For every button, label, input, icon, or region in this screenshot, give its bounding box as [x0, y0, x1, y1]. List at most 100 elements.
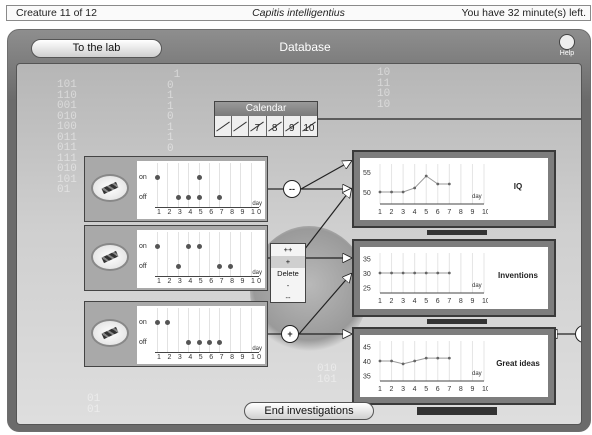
data-point	[413, 359, 417, 363]
grid-line	[198, 308, 200, 352]
calendar-day	[231, 116, 248, 136]
grid-line	[177, 163, 179, 207]
grid-line	[157, 308, 158, 352]
trait-dot	[196, 195, 202, 200]
x-tick-label: 2	[390, 298, 394, 305]
operator-dropdown[interactable]: ++ + Delete - --	[270, 243, 306, 303]
result-screen: 123456789105550day IQ	[360, 158, 548, 220]
gene-disk-icon[interactable]	[91, 174, 129, 202]
grid-line	[219, 163, 221, 207]
trait-dot	[175, 264, 181, 269]
trait-dot	[155, 244, 160, 249]
grid-line	[157, 232, 158, 276]
grid-line	[198, 232, 200, 276]
operator-minus-minus[interactable]: --	[283, 180, 301, 198]
gene-disk-icon[interactable]	[91, 243, 129, 271]
trait-dot	[155, 320, 160, 325]
trait-dot	[186, 340, 192, 345]
trait-dot	[155, 175, 160, 180]
binary-decoration: 10 11 10 10	[377, 67, 391, 111]
trait-dot	[196, 244, 202, 249]
grid-line	[177, 232, 179, 276]
trait-dot	[207, 340, 212, 345]
grid-line	[167, 232, 169, 276]
data-point	[424, 271, 428, 275]
status-bar: Creature 11 of 12 Capitis intelligentius…	[6, 5, 591, 21]
trait-dot	[217, 195, 223, 200]
grid-line	[188, 163, 190, 207]
grid-line	[240, 308, 242, 352]
grid-line	[219, 308, 221, 352]
y-tick-label: 40	[363, 359, 371, 366]
monitor-stand	[427, 230, 487, 235]
binary-decoration: 101 110 001 010 100 011 011 111 010 101 …	[57, 79, 77, 196]
species-name: Capitis intelligentius	[252, 7, 345, 19]
result-screen: 12345678910353025day Inventions	[360, 247, 548, 309]
x-tick-label: 8	[459, 209, 463, 216]
x-tick-label: 9	[470, 298, 474, 305]
trait-panel[interactable]: on off 1 2 3 4 5 6 7 8 9 10 day	[84, 156, 268, 222]
end-investigations-button[interactable]: End investigations	[244, 402, 374, 420]
dropdown-option-plus-plus[interactable]: ++	[283, 245, 293, 254]
result-label: Inventions	[497, 271, 538, 280]
day-label: day	[252, 346, 262, 352]
x-axis	[155, 276, 259, 277]
trait-dot	[227, 264, 233, 269]
grid-line	[229, 163, 231, 207]
x-tick-label: 4	[413, 298, 417, 305]
dropdown-option-delete[interactable]: Delete	[277, 269, 299, 278]
to-the-lab-button[interactable]: To the lab	[31, 39, 162, 58]
trait-panel[interactable]: on off 1 2 3 4 5 6 7 8 9 10 day	[84, 225, 268, 291]
calendar-day: 9	[282, 116, 300, 136]
x-tick-label: 7	[447, 209, 451, 216]
grid-line	[167, 308, 169, 352]
off-label: off	[139, 263, 147, 270]
dropdown-option-plus[interactable]: +	[271, 256, 305, 268]
calendar-title: Calendar	[215, 102, 317, 116]
operator-plus[interactable]: +	[281, 325, 299, 343]
time-remaining: You have 32 minute(s) left.	[461, 7, 586, 19]
binary-decoration: 01 01	[87, 393, 101, 416]
trait-dot	[196, 340, 202, 345]
x-tick-label: 10	[482, 298, 488, 305]
calendar-day	[215, 116, 231, 136]
grid-line	[188, 308, 190, 352]
dropdown-option-minus-minus[interactable]: --	[285, 293, 291, 302]
gene-disk-icon[interactable]	[91, 319, 129, 347]
grid-line	[188, 232, 190, 276]
x-tick-label: 7	[447, 386, 451, 393]
x-axis	[155, 207, 259, 208]
trait-plot: on off 1 2 3 4 5 6 7 8 9 10 day	[137, 230, 265, 288]
dropdown-option-minus[interactable]: -	[286, 281, 290, 290]
calendar-day: 8	[265, 116, 283, 136]
data-point	[390, 359, 393, 363]
grid-line	[250, 308, 252, 352]
trait-dot	[217, 340, 223, 345]
x-axis	[155, 352, 259, 353]
off-label: off	[139, 194, 147, 201]
y-tick-label: 25	[363, 285, 371, 292]
y-tick-label: 30	[363, 271, 371, 278]
connection-lines	[268, 118, 581, 425]
x-tick-label: 3	[401, 386, 405, 393]
x-tick-label: 2	[390, 386, 394, 393]
y-tick-label: 50	[363, 190, 371, 197]
on-label: on	[139, 243, 147, 250]
grid-line	[167, 163, 169, 207]
data-point	[447, 271, 451, 275]
trait-panel[interactable]: on off 1 2 3 4 5 6 7 8 9 10 day	[84, 301, 268, 367]
x-tick-label: 5	[424, 209, 428, 216]
trait-dot	[165, 320, 171, 325]
x-tick-label: 1	[378, 209, 382, 216]
help-lifebuoy-icon	[559, 34, 575, 50]
grid-line	[229, 308, 231, 352]
help-button[interactable]: Help	[556, 34, 578, 60]
on-label: on	[139, 319, 147, 326]
data-point	[378, 359, 382, 363]
day-label: day	[252, 201, 262, 207]
x-tick-label: 6	[436, 209, 440, 216]
x-tick-label: 8	[459, 386, 463, 393]
grid-line	[229, 232, 231, 276]
trait-dot	[175, 195, 181, 200]
x-tick-labels: 1 2 3 4 5 6 7 8 9 10	[157, 354, 264, 361]
